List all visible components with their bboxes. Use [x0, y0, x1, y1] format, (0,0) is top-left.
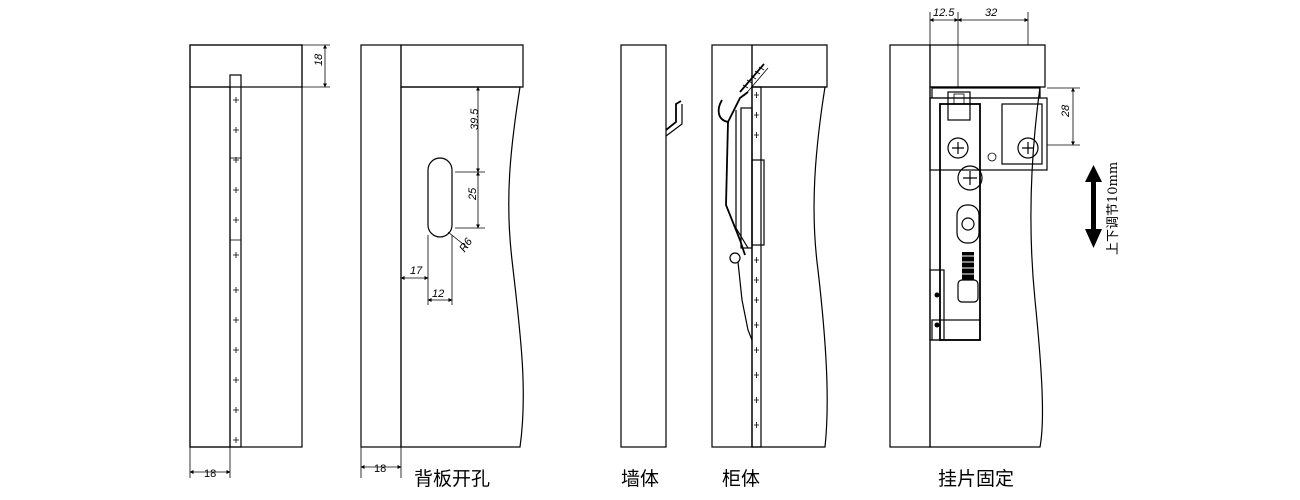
adjust-label: 上下调节10mm	[1106, 162, 1121, 255]
cabinet-hanger	[717, 91, 749, 124]
adjust-arrow-icon	[1085, 165, 1102, 248]
screw-head-left	[947, 137, 969, 159]
hanger-plate	[929, 97, 1048, 171]
panel-2-back-panel-hole: 39.5 25 R6 17 12 18	[360, 44, 524, 478]
dim-hole-height: 25	[467, 187, 479, 201]
caption-cabinet: 柜体	[722, 468, 760, 490]
caption-wall: 墙体	[621, 468, 659, 490]
panel-1-holes	[230, 97, 241, 443]
spring	[962, 252, 974, 280]
dim-hole-top: 39.5	[469, 108, 481, 130]
dim-panel1-bottom: 18	[204, 468, 216, 480]
hanger-slot	[427, 157, 453, 238]
dim-panel2-bottom: 18	[374, 463, 386, 475]
panel-4-cabinet	[711, 44, 828, 448]
dim-hole-width: 12	[432, 288, 444, 300]
dim-top-right: 32	[985, 7, 997, 19]
screw	[739, 63, 765, 93]
dim-hole-left: 17	[410, 265, 423, 277]
panel-5-hanger-fixing: 12.5 32 28 上下调节10mm	[889, 7, 1121, 448]
screw-head-right	[1017, 137, 1039, 159]
wall-hook	[665, 100, 682, 131]
dim-panel1-top: 18	[313, 53, 325, 66]
dim-side-28: 28	[1060, 104, 1072, 118]
panel-4-holes	[754, 92, 759, 428]
caption-back-panel-hole: 背板开孔	[414, 468, 490, 490]
dim-top-left: 12.5	[933, 7, 955, 19]
adjust-screw	[957, 165, 983, 191]
panel-1-side-section: 18 18	[189, 44, 330, 480]
caption-hanger-fixing: 挂片固定	[938, 468, 1014, 490]
dim-hole-radius: R6	[457, 235, 475, 254]
panel-3-wall	[620, 44, 683, 448]
